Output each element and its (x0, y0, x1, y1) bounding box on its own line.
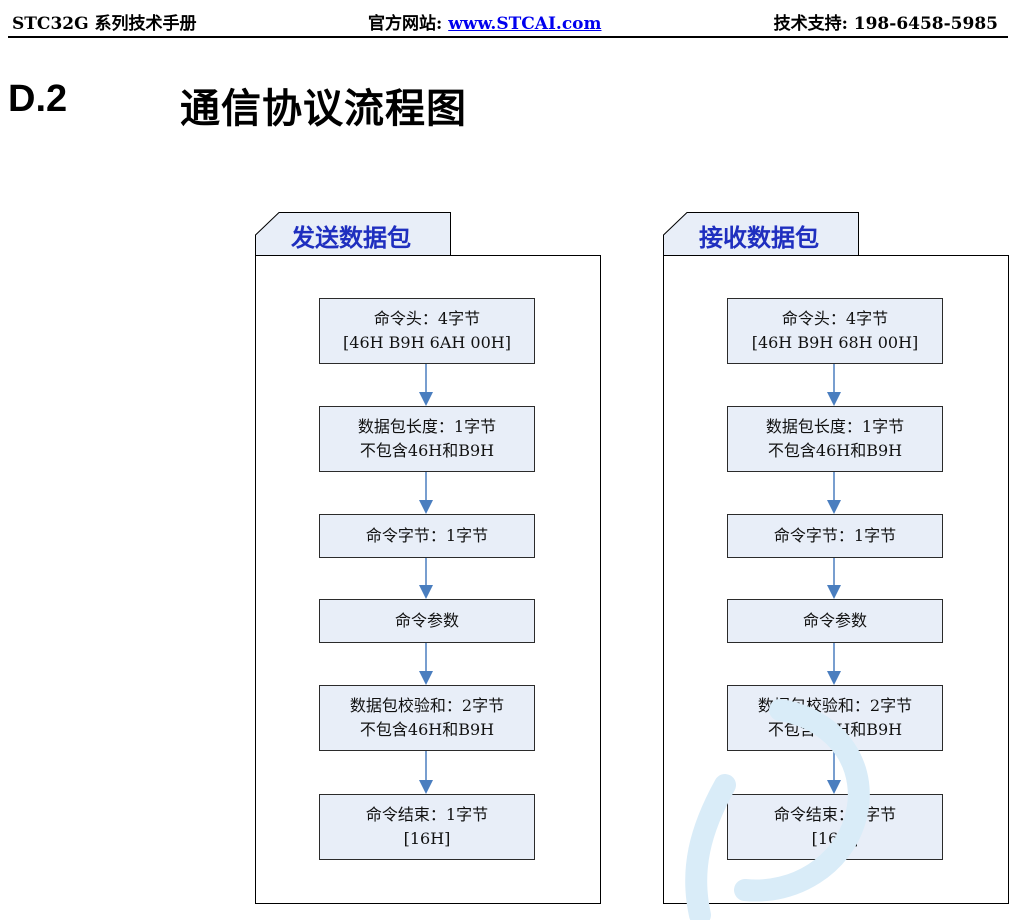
step-line-2: [46H B9H 6AH 00H] (343, 333, 511, 352)
receive-step-packet-length: 数据包长度：1字节不包含46H和B9H (727, 406, 943, 472)
receive-step-command-byte: 命令字节：1字节 (727, 514, 943, 558)
step-line-1: 命令结束：1字节 (365, 805, 489, 824)
receive-step-command-end: 命令结束：1字节 [16H] (727, 794, 943, 860)
step-line-1: 数据包校验和：2字节 (349, 696, 505, 715)
receive-tab-shape (663, 212, 859, 256)
flow-arrow (827, 364, 841, 406)
support-line: 技术支持: 198-6458-5985 (773, 14, 998, 34)
send-step-packet-checksum: 数据包校验和：2字节不包含46H和B9H (319, 685, 535, 751)
receive-step-packet-checksum: 数据包校验和：2字节不包含46H和B9H (727, 685, 943, 751)
step-line-2: 不包含46H和B9H (767, 441, 903, 460)
receive-panel-tab: 接收数据包 (663, 212, 859, 256)
step-line-1: 数据包校验和：2字节 (757, 696, 913, 715)
send-step-command-params: 命令参数 (319, 599, 535, 643)
step-line-1: 命令头：4字节 (781, 309, 889, 328)
page-header: STC32G 系列技术手册 官方网站: www.STCAI.com 技术支持: … (8, 0, 1008, 38)
step-line-2: [16H] (403, 829, 451, 848)
step-line-1: 命令结束：1字节 (773, 805, 897, 824)
step-line-2: [46H B9H 68H 00H] (751, 333, 919, 352)
flow-arrow (827, 643, 841, 685)
flow-arrow (827, 751, 841, 794)
step-line-2: 不包含46H和B9H (767, 720, 903, 739)
section-title: 通信协议流程图 (180, 86, 467, 132)
send-panel-title: 发送数据包 (291, 224, 411, 252)
step-line-1: 数据包长度：1字节 (765, 417, 905, 436)
send-step-command-header: 命令头：4字节 [46H B9H 6AH 00H] (319, 298, 535, 364)
receive-panel-title: 接收数据包 (699, 224, 819, 252)
section-number: D.2 (8, 78, 68, 120)
receive-step-command-params: 命令参数 (727, 599, 943, 643)
step-line-2: 不包含46H和B9H (359, 441, 495, 460)
step-line-1: 命令头：4字节 (373, 309, 481, 328)
step-line-1: 命令字节：1字节 (773, 526, 897, 545)
step-line-1: 数据包长度：1字节 (357, 417, 497, 436)
receive-packet-panel: 接收数据包 命令头：4字节 [46H B9H 68H 00H] 数据包长度：1字节不… (663, 212, 1009, 904)
manual-title: STC32G 系列技术手册 (12, 14, 197, 34)
send-step-command-end: 命令结束：1字节 [16H] (319, 794, 535, 860)
flow-arrow (419, 472, 433, 514)
step-line-1: 命令参数 (802, 611, 867, 630)
flow-arrow (419, 751, 433, 794)
step-line-2: [16H] (811, 829, 859, 848)
send-tab-shape (255, 212, 451, 256)
send-packet-panel: 发送数据包 命令头：4字节 [46H B9H 6AH 00H] 数据包长度：1字节不… (255, 212, 601, 904)
flow-arrow (827, 558, 841, 599)
send-step-command-byte: 命令字节：1字节 (319, 514, 535, 558)
flow-arrow (419, 364, 433, 406)
step-line-1: 命令字节：1字节 (365, 526, 489, 545)
flow-arrow (827, 472, 841, 514)
flow-arrow (419, 558, 433, 599)
receive-step-command-header: 命令头：4字节 [46H B9H 68H 00H] (727, 298, 943, 364)
send-panel-tab: 发送数据包 (255, 212, 451, 256)
send-step-packet-length: 数据包长度：1字节不包含46H和B9H (319, 406, 535, 472)
website-line: 官方网站: www.STCAI.com (368, 9, 602, 34)
step-line-1: 命令参数 (394, 611, 459, 630)
flow-arrow (419, 643, 433, 685)
step-line-2: 不包含46H和B9H (359, 720, 495, 739)
website-label: 官方网站: (368, 14, 449, 34)
website-link[interactable]: www.STCAI.com (448, 14, 602, 34)
